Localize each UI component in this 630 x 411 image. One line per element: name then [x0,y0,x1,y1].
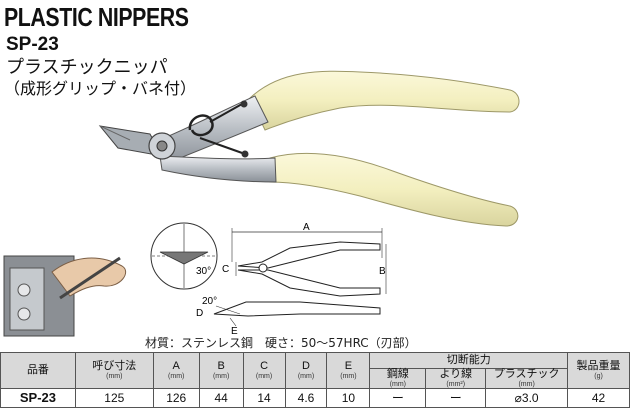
cell-a: 126 [152,387,200,408]
cell-c: 14 [242,387,286,408]
cell-weight: 42 [567,387,630,408]
spec-table: 品番 呼び寸法 (mm) A (mm) B (mm) C (mm) D (mm) [0,352,630,408]
dim-a-label: A [303,222,310,233]
header-cutting-capacity: 切断能力 [369,352,569,369]
dim-d-label: D [196,308,203,319]
header-d-label: D [302,360,310,372]
header-b-unit: (mm) [212,372,230,380]
header-e: E (mm) [326,352,371,389]
dim-e-label: E [231,326,238,337]
header-steel-wire: 鋼線 (mm) [369,368,427,389]
table-row: SP-23 125 126 44 14 4.6 10 ー ー ⌀3.0 42 [0,387,630,408]
header-b: B (mm) [198,352,244,389]
header-weight-unit: (g) [594,372,603,380]
model-number: SP-23 [6,34,59,55]
cell-d: 4.6 [284,387,328,408]
cell-steel-wire: ー [369,387,427,408]
header-d: D (mm) [284,352,328,389]
technical-drawings: 30° A B C 20° D E [3,222,387,337]
header-a-label: A [172,360,180,372]
header-plastic: プラスチック (mm) [485,368,569,389]
dim-c-label: C [222,264,229,275]
angle-30-label: 30° [196,266,211,277]
spec-header-row: 品番 呼び寸法 (mm) A (mm) B (mm) C (mm) D (mm) [0,352,630,389]
cell-size: 125 [74,387,154,408]
nippers-photo [98,70,520,227]
product-subtitle: （成形グリップ・バネ付） [4,79,197,98]
header-steel-wire-unit: (mm) [389,380,407,388]
header-part-no: 品番 [0,352,76,389]
header-size: 呼び寸法 (mm) [74,352,154,389]
material-note: 材質：ステンレス鋼 硬さ：50～57HRC（刃部） [145,336,417,350]
header-b-label: B [217,360,225,372]
header-size-unit: (mm) [106,372,123,380]
cell-part-no: SP-23 [0,387,76,408]
cell-e: 10 [326,387,371,408]
dim-b-label: B [379,266,386,277]
header-e-unit: (mm) [340,372,357,380]
header-weight: 製品重量 (g) [567,352,630,389]
header-a: A (mm) [152,352,200,389]
header-weight-label: 製品重量 [576,360,621,372]
cell-b: 44 [198,387,244,408]
header-c-unit: (mm) [255,372,273,380]
header-stranded-wire-unit: (mm²) [446,380,466,388]
spec-subheader-row: 鋼線 (mm) より線 (mm²) プラスチック (mm) [1,368,630,389]
header-stranded-wire: より線 (mm²) [425,368,487,389]
product-name: プラスチックニッパ [6,57,168,78]
header-size-label: 呼び寸法 [92,360,137,372]
header-steel-wire-label: 鋼線 [386,368,409,380]
usage-photo [3,255,127,337]
header-stranded-wire-label: より線 [439,368,473,380]
cell-stranded-wire: ー [425,387,487,408]
header-d-unit: (mm) [297,372,315,380]
header-c: C (mm) [242,352,286,389]
header-e-label: E [344,360,353,372]
header-plastic-unit: (mm) [518,380,535,388]
cell-plastic: ⌀3.0 [485,387,569,408]
angle-20-label: 20° [202,296,217,307]
header-c-label: C [260,360,269,372]
page-title: PLASTIC NIPPERS [4,2,189,32]
header-plastic-label: プラスチック [493,368,560,380]
header-a-unit: (mm) [168,372,185,380]
